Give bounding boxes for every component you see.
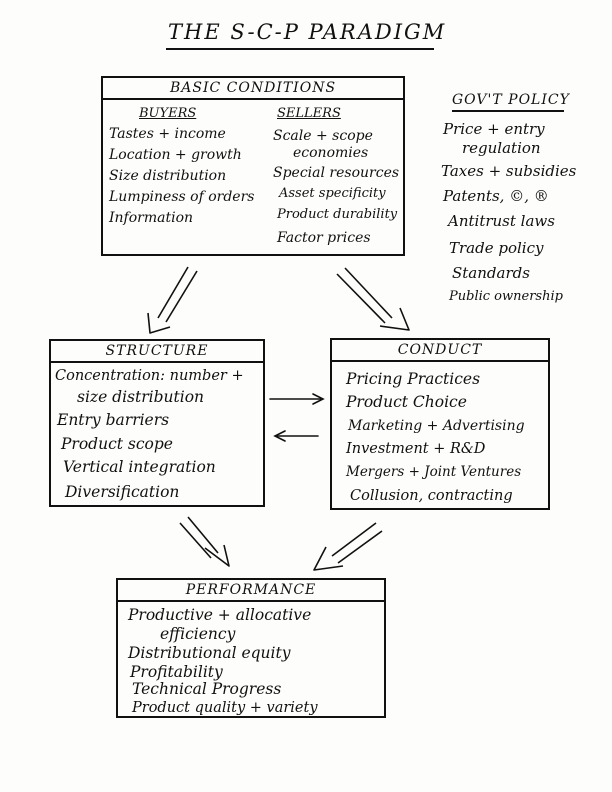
conduct-item: Product Choice (346, 393, 467, 411)
arrow-conduct-to-performance (313, 522, 383, 571)
govt-policy-heading: GOV'T POLICY (452, 92, 570, 108)
structure-heading: STRUCTURE (51, 341, 263, 363)
structure-item: Product scope (61, 435, 173, 453)
arrow-basic-to-structure (147, 266, 198, 334)
buyers-item: Lumpiness of orders (109, 189, 255, 205)
conduct-item: Pricing Practices (346, 370, 481, 388)
performance-box: PERFORMANCE Productive + allocative effi… (116, 578, 386, 718)
sellers-item: Scale + scope (273, 128, 373, 144)
conduct-item: Investment + R&D (346, 441, 486, 457)
sellers-item: Asset specificity (279, 186, 386, 201)
basic-conditions-box: BASIC CONDITIONS BUYERS SELLERS Tastes +… (101, 76, 405, 256)
arrow-conduct-to-structure (273, 430, 319, 442)
govt-policy-item: Price + entry (443, 120, 545, 138)
govt-policy-item: Patents, ©, ® (443, 187, 549, 205)
conduct-item: Marketing + Advertising (348, 418, 525, 434)
conduct-heading: CONDUCT (332, 340, 548, 362)
performance-item: Product quality + variety (132, 700, 318, 716)
buyers-item: Tastes + income (109, 126, 226, 142)
structure-item: Vertical integration (63, 458, 216, 476)
buyers-item: Information (109, 210, 194, 226)
arrow-structure-to-conduct (269, 393, 325, 405)
govt-policy-item: Taxes + subsidies (441, 162, 577, 180)
conduct-item: Mergers + Joint Ventures (346, 464, 522, 480)
buyers-item: Size distribution (109, 168, 227, 184)
structure-item: Diversification (65, 483, 180, 501)
basic-conditions-heading: BASIC CONDITIONS (103, 78, 403, 100)
performance-heading: PERFORMANCE (118, 580, 384, 602)
page-title: THE S-C-P PARADIGM (168, 20, 447, 44)
buyers-item: Location + growth (109, 147, 242, 163)
structure-item: size distribution (77, 388, 205, 406)
arrow-structure-to-performance (179, 516, 230, 567)
govt-policy-item: Trade policy (449, 239, 544, 257)
structure-item: Entry barriers (57, 411, 170, 429)
sellers-item: economies (293, 145, 369, 161)
performance-item: Distributional equity (128, 644, 291, 662)
sellers-item: Product durability (277, 207, 398, 222)
govt-policy-item: Public ownership (449, 289, 563, 304)
govt-policy-item: regulation (462, 139, 541, 157)
arrow-basic-to-conduct (336, 267, 410, 331)
performance-item: Technical Progress (132, 680, 282, 698)
govt-policy-item: Standards (452, 264, 530, 282)
structure-item: Concentration: number + (55, 368, 244, 384)
buyers-heading: BUYERS (139, 106, 197, 121)
sellers-item: Special resources (273, 165, 400, 181)
govt-policy-item: Antitrust laws (448, 212, 555, 230)
performance-item: Profitability (130, 663, 223, 681)
performance-item: Productive + allocative (128, 606, 312, 624)
conduct-box: CONDUCT Pricing Practices Product Choice… (330, 338, 550, 510)
performance-item: efficiency (160, 625, 236, 643)
structure-box: STRUCTURE Concentration: number + size d… (49, 339, 265, 507)
title-underline (166, 48, 434, 50)
conduct-item: Collusion, contracting (350, 488, 513, 504)
sellers-item: Factor prices (277, 230, 371, 246)
sellers-heading: SELLERS (277, 106, 341, 121)
govt-policy-underline (452, 110, 564, 112)
